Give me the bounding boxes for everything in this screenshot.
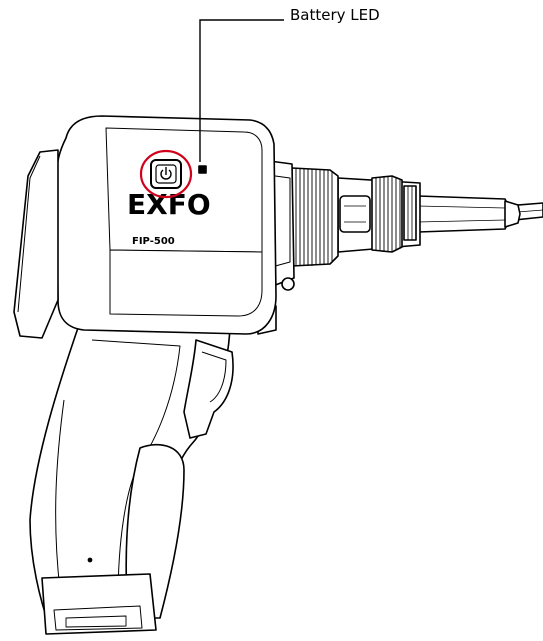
brand-logo: EXFO — [127, 188, 211, 221]
callout-battery-led: Battery LED — [290, 6, 380, 24]
focus-ring — [291, 167, 339, 267]
power-button — [150, 159, 182, 189]
callout-leader-line — [199, 19, 284, 162]
connector-tip — [417, 195, 521, 233]
battery-led — [198, 165, 207, 174]
handle — [29, 321, 231, 635]
device-head — [13, 115, 277, 339]
model-label: FIP-500 — [132, 236, 175, 247]
tip-adapter — [337, 175, 421, 253]
trigger — [183, 339, 234, 439]
front-panel — [120, 170, 218, 220]
highlight-circle — [139, 149, 193, 199]
